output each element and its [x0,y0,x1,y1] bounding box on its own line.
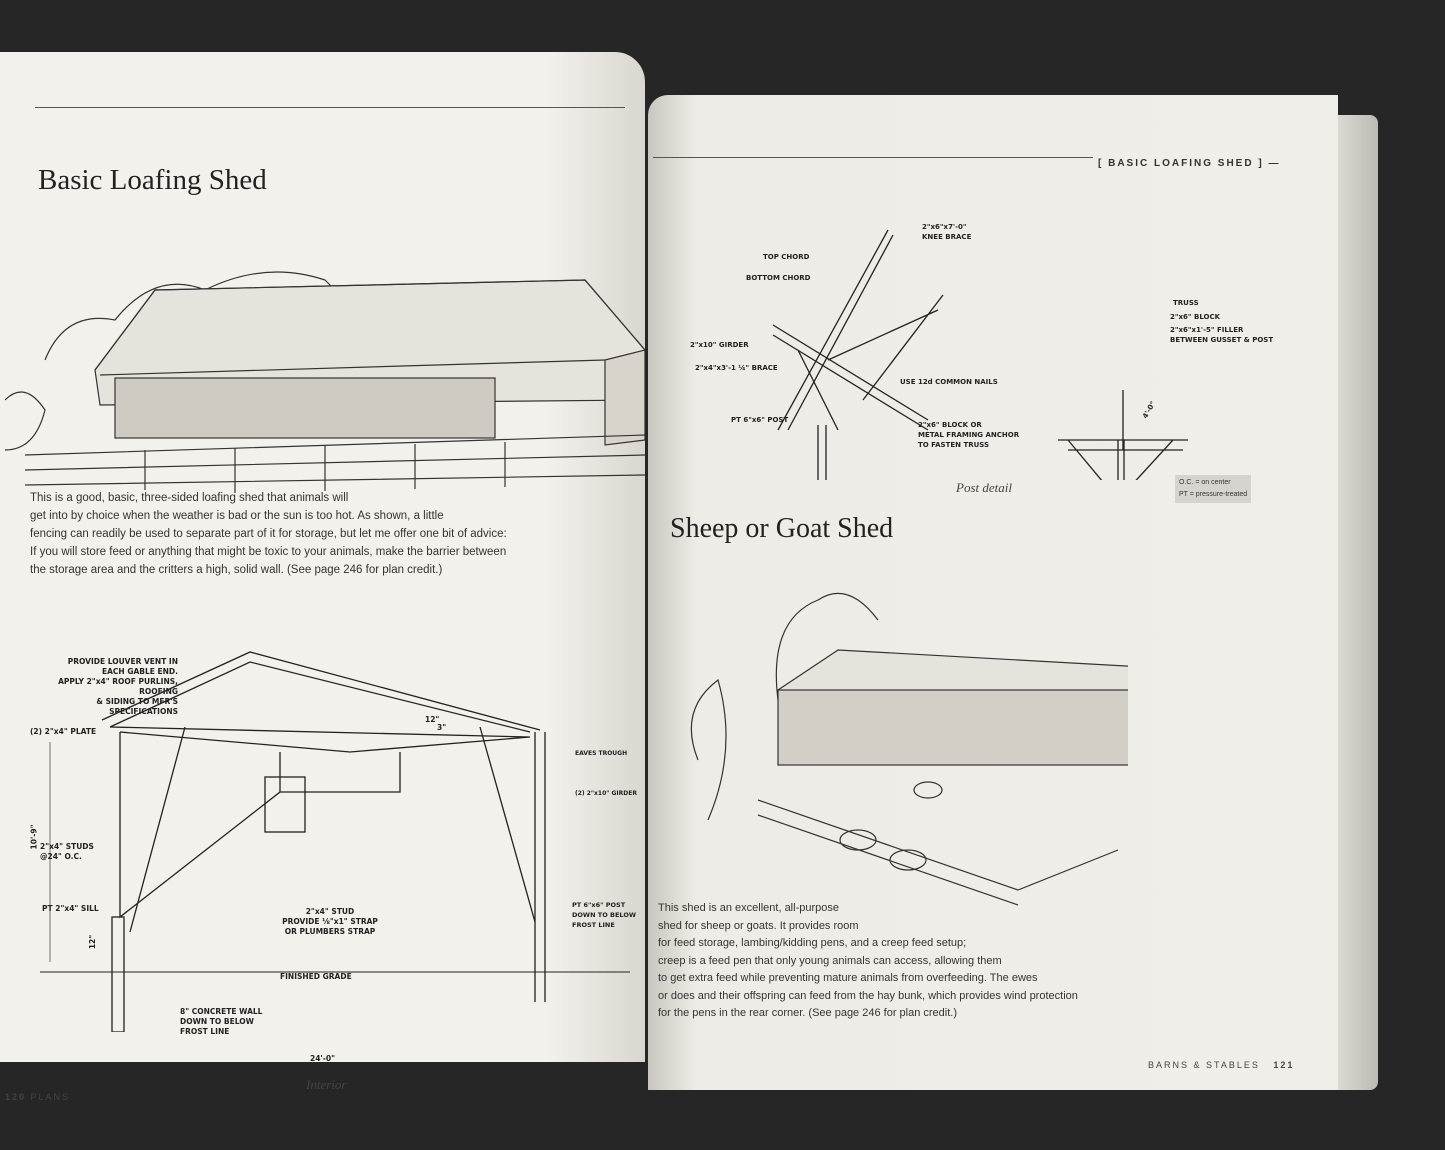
label-pitch-rise: 3" [437,723,447,732]
body-text: This shed is an excellent, all-purpose s… [658,900,1078,1023]
label-girder: (2) 2"x10" GIRDER [575,790,637,797]
label-height: 10'-9" [29,824,39,850]
label-bottom-chord: BOTTOM CHORD [746,274,811,282]
label-plate: (2) 2"x4" PLATE [30,727,97,736]
label-brace: 2"x4"x3'-1 ¼" BRACE [695,364,778,372]
body-line: to get extra feed while preventing matur… [658,972,1038,984]
page-title: Basic Loafing Shed [38,164,267,196]
body-line: for the pens in the rear corner. (See pa… [658,1007,958,1019]
label-sill: PT 2"x4" SILL [42,904,99,913]
body-line: This shed is an excellent, all-purpose [658,902,839,914]
right-page: [ BASIC LOAFING SHED ] — 2"x6"x7'-0"KNEE… [648,95,1338,1090]
body-line: This is a good, basic, three-sided loafi… [30,492,349,504]
header-rule [653,157,1093,158]
body-line: for feed storage, lambing/kidding pens, … [658,937,967,949]
body-line: the storage area and the critters a high… [30,564,443,576]
body-line: If you will store feed or anything that … [30,546,507,558]
folio: 120 PLANS [5,1092,71,1102]
header-rule [35,107,625,108]
body-line: shed for sheep or goats. It provides roo… [658,919,859,932]
label-top-chord: TOP CHORD [763,253,810,261]
label-studs: 2"x4" STUDS@24" O.C. [40,842,94,861]
running-head: [ BASIC LOAFING SHED ] — [1098,158,1281,169]
interior-diagram [40,651,630,1032]
label-block2: 2"x6" BLOCK [1170,313,1221,321]
caption-interior: Interior [306,1077,347,1092]
label-footing: 12" [88,934,98,950]
label-post: PT 6"x6" POST [731,416,789,424]
label-truss: TRUSS [1173,299,1199,307]
label-pitch-run: 12" [425,715,440,724]
sheep-shed-illustration [690,592,1128,906]
body-line: fencing can readily be used to separate … [30,528,507,540]
body-line: creep is a feed pen that only young anim… [658,954,1002,967]
caption-post-detail: Post detail [956,480,1012,495]
body-line: or does and their offspring can feed fro… [658,989,1078,1002]
left-page: Basic Loafing Shed This is a good, basic… [0,52,645,1102]
label-grade: FINISHED GRADE [280,972,352,981]
label-width: 24'-0" [310,1054,335,1063]
folio: BARNS & STABLES 121 [1148,1060,1295,1070]
label-girder: 2"x10" GIRDER [690,341,749,349]
body-line: get into by choice when the weather is b… [30,510,444,522]
section-title: Sheep or Goat Shed [670,513,894,544]
body-text: This is a good, basic, three-sided loafi… [30,489,507,579]
loafing-shed-illustration [5,271,645,493]
label-eaves: EAVES TROUGH [575,750,628,757]
post-detail-diagram [772,229,1188,480]
label-nails: USE 12d COMMON NAILS [900,378,998,386]
page-edges [1338,115,1378,1090]
label-knee-brace: 2"x6"x7'-0"KNEE BRACE [922,223,972,241]
